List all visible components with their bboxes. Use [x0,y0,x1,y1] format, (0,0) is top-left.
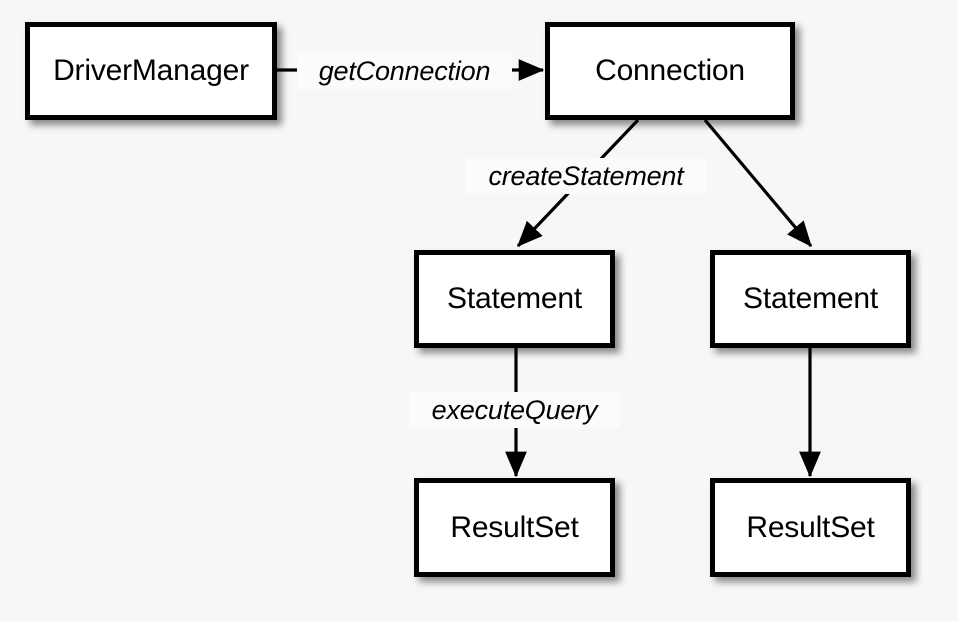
node-statement-right[interactable]: Statement [710,250,911,348]
edge-connection-to-statement-right [703,118,813,248]
node-label: Statement [743,282,878,315]
node-label: ResultSet [450,510,579,544]
edge-label-executequery: executeQuery [409,392,620,428]
node-resultset-left[interactable]: ResultSet [414,478,615,577]
node-label: Statement [447,282,582,315]
node-label: DriverManager [53,54,249,87]
node-statement-left[interactable]: Statement [414,250,615,348]
node-label: ResultSet [746,510,875,544]
node-resultset-right[interactable]: ResultSet [710,478,911,577]
edge-label-text: getConnection [318,55,491,86]
edge-label-text: createStatement [488,160,684,191]
edge-label-createstatement: createStatement [465,158,707,194]
node-drivermanager[interactable]: DriverManager [25,22,277,120]
node-connection[interactable]: Connection [545,22,795,120]
edge-label-text: executeQuery [431,394,598,425]
node-label: Connection [595,54,745,87]
edge-label-getconnection: getConnection [297,52,512,90]
